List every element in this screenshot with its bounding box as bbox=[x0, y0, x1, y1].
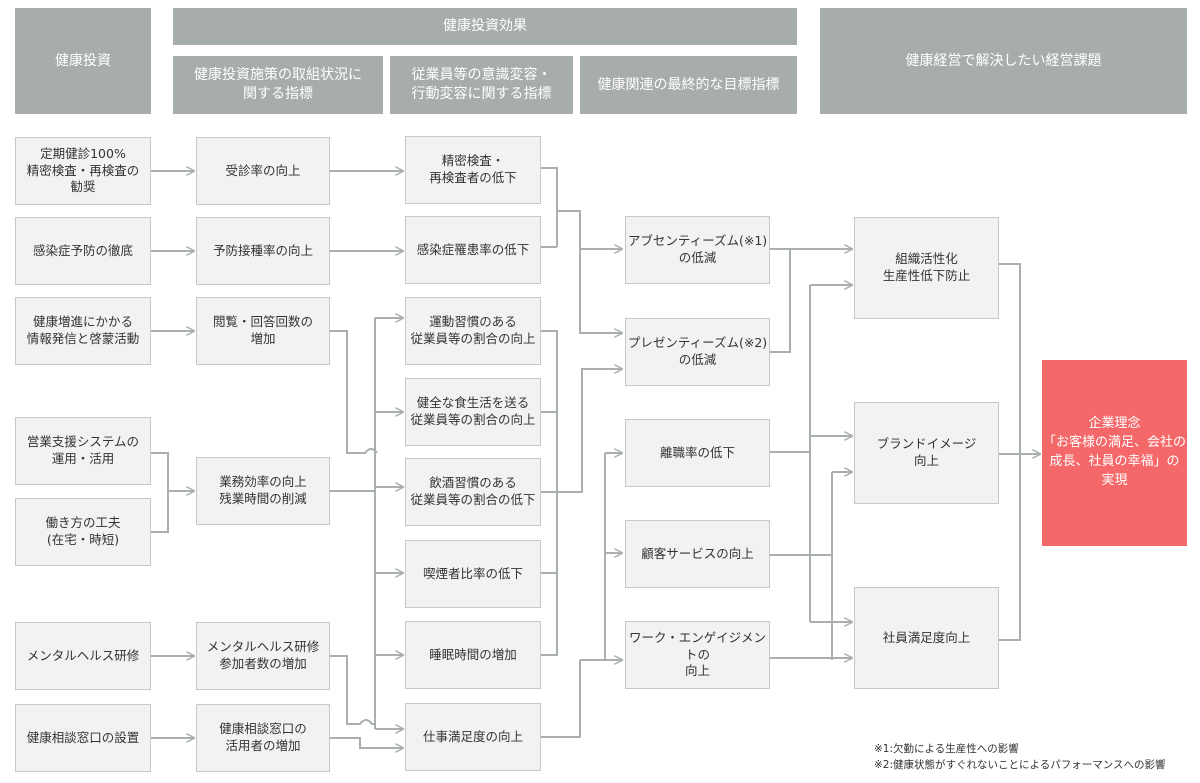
behavior-indicator-box: 健全な食生活を送る 従業員等の割合の向上 bbox=[405, 378, 541, 446]
initiative-indicator-box: 受診率の向上 bbox=[196, 137, 330, 205]
arrow-c3r5-c4r2 bbox=[541, 369, 622, 493]
corporate-philosophy-goal: 企業理念 「お客様の満足、会社の 成長、社員の幸福」の 実現 bbox=[1042, 360, 1187, 546]
header-effect-col3: 健康関連の最終的な目標指標 bbox=[580, 56, 797, 114]
header-effect-col2: 従業員等の意識変容・ 行動変容に関する指標 bbox=[390, 56, 573, 114]
health-target-box: 離職率の低下 bbox=[625, 419, 770, 487]
behavior-indicator-box: 精密検査・ 再検査者の低下 bbox=[405, 136, 541, 204]
arrow-c4r4-bus bbox=[770, 554, 833, 622]
management-issue-box: 社員満足度向上 bbox=[854, 587, 999, 689]
investment-box: 健康相談窓口の設置 bbox=[15, 704, 151, 772]
arrow-merge-c4r2 bbox=[579, 211, 622, 333]
arrow-c3r1-merge bbox=[541, 167, 558, 247]
header-effect: 健康投資効果 bbox=[173, 8, 797, 45]
arrow-c1r4-c2r4 bbox=[151, 452, 194, 491]
arrow-c2r3-bus bbox=[330, 330, 378, 454]
behavior-indicator-box: 感染症罹患率の低下 bbox=[405, 216, 541, 284]
investment-box: 営業支援システムの 運用・活用 bbox=[15, 417, 151, 485]
initiative-indicator-box: 閲覧・回答回数の 増加 bbox=[196, 297, 330, 365]
health-target-box: アブセンティーズム(※1) の低減 bbox=[625, 216, 770, 284]
initiative-indicator-box: 業務効率の向上 残業時間の削減 bbox=[196, 457, 330, 525]
arrow-c2r5-c3r8 bbox=[330, 655, 375, 725]
health-target-box: プレゼンティーズム(※2) の低減 bbox=[625, 318, 770, 386]
arrow-c1r5-c2r4 bbox=[151, 491, 169, 533]
header-effect-col1: 健康投資施策の取組状況に 関する指標 bbox=[173, 56, 383, 114]
management-issue-box: 組織活性化 生産性低下防止 bbox=[854, 217, 999, 319]
arrow-c4r2-c5r1 bbox=[770, 249, 791, 353]
footnote-2: ※2:健康状態がすぐれないことによるパフォーマンスへの影響 bbox=[874, 759, 1166, 771]
behavior-indicator-box: 喫煙者比率の低下 bbox=[405, 540, 541, 608]
arrow-c3r8-bus bbox=[541, 660, 581, 738]
management-issue-box: ブランドイメージ 向上 bbox=[854, 402, 999, 504]
arrow-c5r1-goal bbox=[999, 263, 1021, 641]
investment-box: 健康増進にかかる 情報発信と啓蒙活動 bbox=[15, 297, 151, 365]
health-target-box: ワーク・エンゲイジメントの 向上 bbox=[625, 621, 770, 689]
behavior-indicator-box: 仕事満足度の向上 bbox=[405, 703, 541, 771]
initiative-indicator-box: 予防接種率の向上 bbox=[196, 217, 330, 285]
behavior-indicator-box: 運動習慣のある 従業員等の割合の向上 bbox=[405, 297, 541, 365]
initiative-indicator-box: メンタルヘルス研修 参加者数の増加 bbox=[196, 622, 330, 690]
header-investment: 健康投資 bbox=[15, 8, 151, 114]
behavior-indicator-box: 飲酒習慣のある 従業員等の割合の低下 bbox=[405, 458, 541, 526]
investment-box: 働き方の工夫 (在宅・時短) bbox=[15, 498, 151, 566]
header-issues: 健康経営で解決したい経営課題 bbox=[820, 8, 1187, 114]
arrow-c2r6-c3r8 bbox=[330, 737, 403, 748]
investment-box: 定期健診100% 精密検査・再検査の 勧奨 bbox=[15, 137, 151, 205]
investment-box: メンタルヘルス研修 bbox=[15, 622, 151, 690]
investment-box: 感染症予防の徹底 bbox=[15, 217, 151, 285]
initiative-indicator-box: 健康相談窓口の 活用者の増加 bbox=[196, 704, 330, 772]
footnote-1: ※1:欠勤による生産性への影響 bbox=[874, 743, 1019, 755]
arrow-merge-c4r1 bbox=[557, 210, 622, 249]
behavior-indicator-box: 睡眠時間の増加 bbox=[405, 621, 541, 689]
health-target-box: 顧客サービスの向上 bbox=[625, 520, 770, 588]
